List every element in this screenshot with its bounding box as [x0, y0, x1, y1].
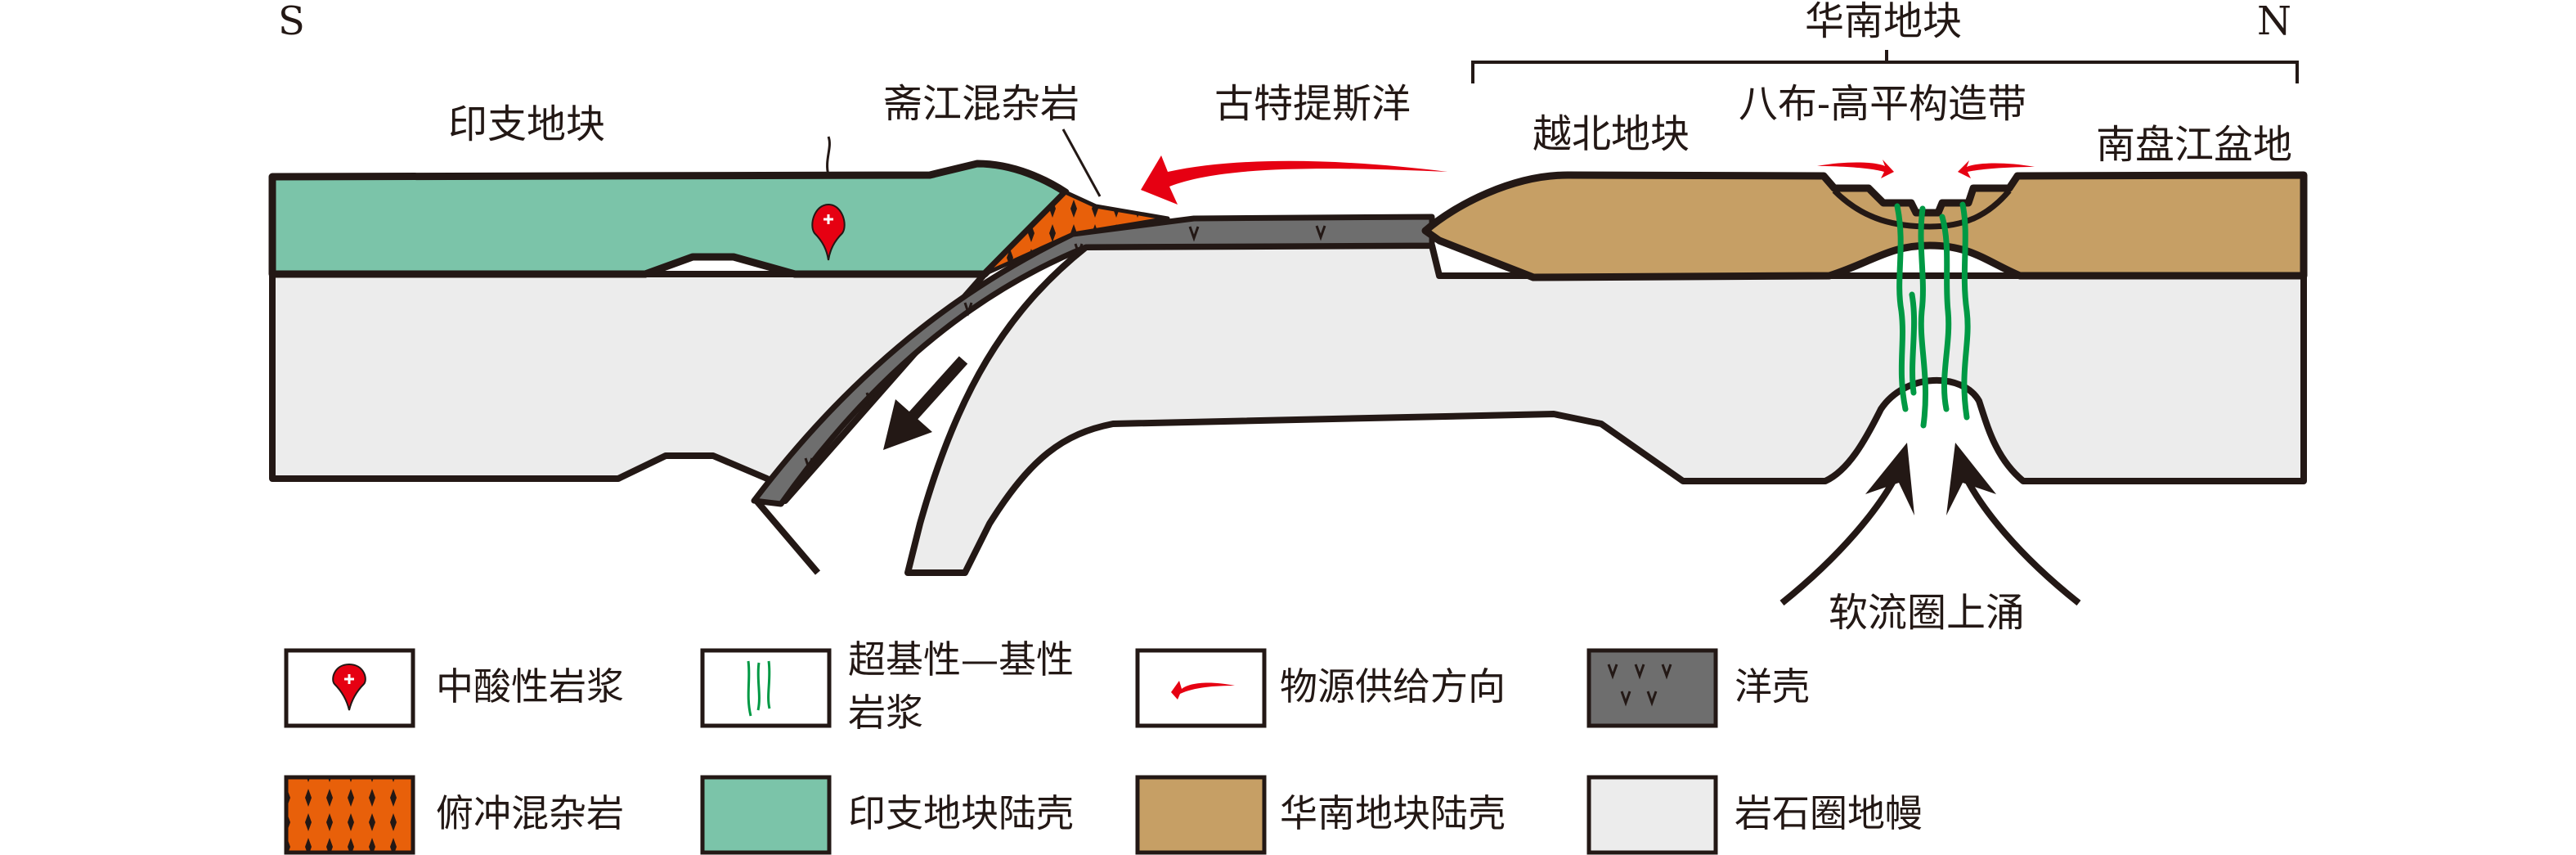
indochina-leader-line [826, 136, 831, 176]
legend-label: 中酸性岩浆 [436, 664, 624, 709]
zhaijiang-melange-label: 斋江混杂岩 [883, 81, 1079, 127]
legend-item-south-china-crust: 华南地块陆壳 [1135, 775, 1506, 855]
legend: 中酸性岩浆 超基性—基性 岩浆 物源供给方向 洋壳 俯冲混杂岩 [284, 637, 1923, 855]
asthenosphere-upwelling-label: 软流圈上涌 [1829, 590, 2025, 636]
legend-label-line2: 岩浆 [848, 691, 923, 735]
south-china-bracket [1471, 50, 2299, 83]
nanpanjiang-basin-label: 南盘江盆地 [2096, 122, 2292, 168]
legend-item-oceanic-crust: 洋壳 [1586, 648, 1810, 728]
asthenosphere-upwelling-arrows [1779, 443, 2081, 606]
legend-label: 华南地块陆壳 [1280, 791, 1506, 835]
melange-leader-line [1061, 128, 1102, 197]
oceanic-crust-icon [1607, 664, 1672, 707]
subduction-direction-arrow [883, 356, 968, 450]
felsic-magma-icon [332, 663, 366, 711]
legend-item-supply-direction: 物源供给方向 [1135, 648, 1506, 728]
sediment-supply-arrow-large [1141, 155, 1447, 205]
yuebei-block-label: 越北地块 [1533, 111, 1690, 157]
slab-base-line [753, 498, 821, 575]
lithospheric-mantle-right [904, 242, 2307, 576]
indochina-continental-crust [268, 160, 1070, 278]
legend-label: 俯冲混杂岩 [436, 791, 624, 835]
legend-label: 物源供给方向 [1280, 664, 1506, 709]
legend-item-felsic-magma: 中酸性岩浆 [284, 648, 624, 728]
south-china-continental-crust [1421, 171, 2308, 281]
sediment-supply-arrow-left [1817, 160, 1894, 178]
legend-label: 岩石圈地幔 [1735, 791, 1923, 835]
south-label: S [278, 0, 305, 44]
south-china-block-label: 华南地块 [1805, 0, 1962, 44]
oceanic-crust-slab [751, 214, 1435, 507]
legend-label-line1: 超基性—基性 [848, 637, 1074, 682]
basin-inner-line [1832, 188, 2012, 230]
legend-item-mafic-magma: 超基性—基性 岩浆 [700, 637, 1074, 735]
mafic-magma-icon [747, 660, 771, 717]
zhaijiang-melange-wedge [982, 190, 1170, 277]
legend-item-melange: 俯冲混杂岩 [284, 775, 624, 855]
north-label: N [2257, 0, 2291, 44]
oceanic-crust-v-marks [804, 225, 1326, 472]
felsic-magma-drop-icon [811, 203, 846, 261]
sediment-supply-arrow-right [1958, 160, 2035, 178]
legend-item-lithospheric-mantle: 岩石圈地幔 [1586, 775, 1923, 855]
indochina-block-label: 印支地块 [448, 101, 605, 147]
legend-label: 印支地块陆壳 [848, 791, 1074, 835]
babu-gaoping-belt-label: 八布-高平构造带 [1739, 81, 2026, 127]
mafic-magma-streaks [1894, 201, 1971, 429]
legend-label: 洋壳 [1735, 664, 1810, 709]
paleo-tethys-label: 古特提斯洋 [1214, 81, 1411, 127]
red-arrow-icon [1171, 681, 1235, 700]
legend-item-indochina-crust: 印支地块陆壳 [700, 775, 1074, 855]
